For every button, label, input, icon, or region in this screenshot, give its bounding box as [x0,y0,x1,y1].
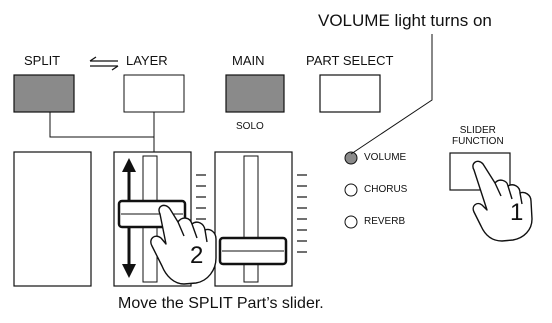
slider-function-label-line1: SLIDER [452,126,504,137]
part-select-button[interactable] [320,75,380,112]
double-harpoon-icon [90,57,118,70]
step-2-label: 2 [190,244,203,268]
slider-function-label: SLIDER FUNCTION [452,126,504,147]
reverb-indicator [345,216,357,228]
left-panel [14,152,91,286]
split-button-label: SPLIT [24,54,60,67]
chorus-label: CHORUS [364,185,407,195]
solo-label: SOLO [236,122,264,132]
bracket-connector [50,112,154,152]
layer-button-label: LAYER [126,54,168,67]
step-1-label: 1 [510,201,523,225]
layer-button[interactable] [124,75,184,112]
main-slider[interactable] [215,152,292,286]
reverb-label: REVERB [364,217,405,227]
volume-label: VOLUME [364,153,406,163]
part-select-button-label: PART SELECT [306,54,393,67]
main-button[interactable] [226,75,284,112]
main-button-label: MAIN [232,54,265,67]
scale-ticks-2 [297,175,307,252]
chorus-indicator [345,184,357,196]
caption-text: Move the SPLIT Part’s slider. [118,296,324,312]
split-button[interactable] [14,75,74,112]
slider-function-label-line2: FUNCTION [452,137,504,148]
callout-text: VOLUME light turns on [318,12,492,29]
